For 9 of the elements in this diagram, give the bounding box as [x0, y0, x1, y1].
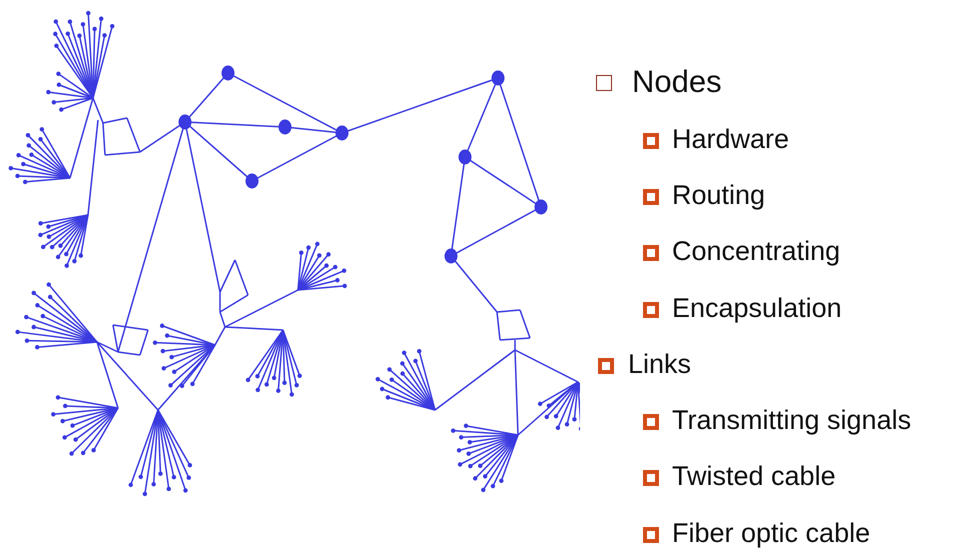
list-subitem: Concentrating — [672, 238, 840, 266]
list-subitem: Encapsulation — [672, 295, 842, 322]
list-subitem: Transmitting signals — [672, 407, 912, 434]
list-item: Links — [628, 351, 692, 378]
list-subitem: Twisted cable — [672, 463, 836, 490]
list-subitem: Fiber optic cable — [672, 520, 870, 548]
list-item: Nodes — [632, 66, 722, 97]
list-subitem: Hardware — [672, 126, 790, 154]
list-subitem: Routing — [672, 182, 766, 210]
